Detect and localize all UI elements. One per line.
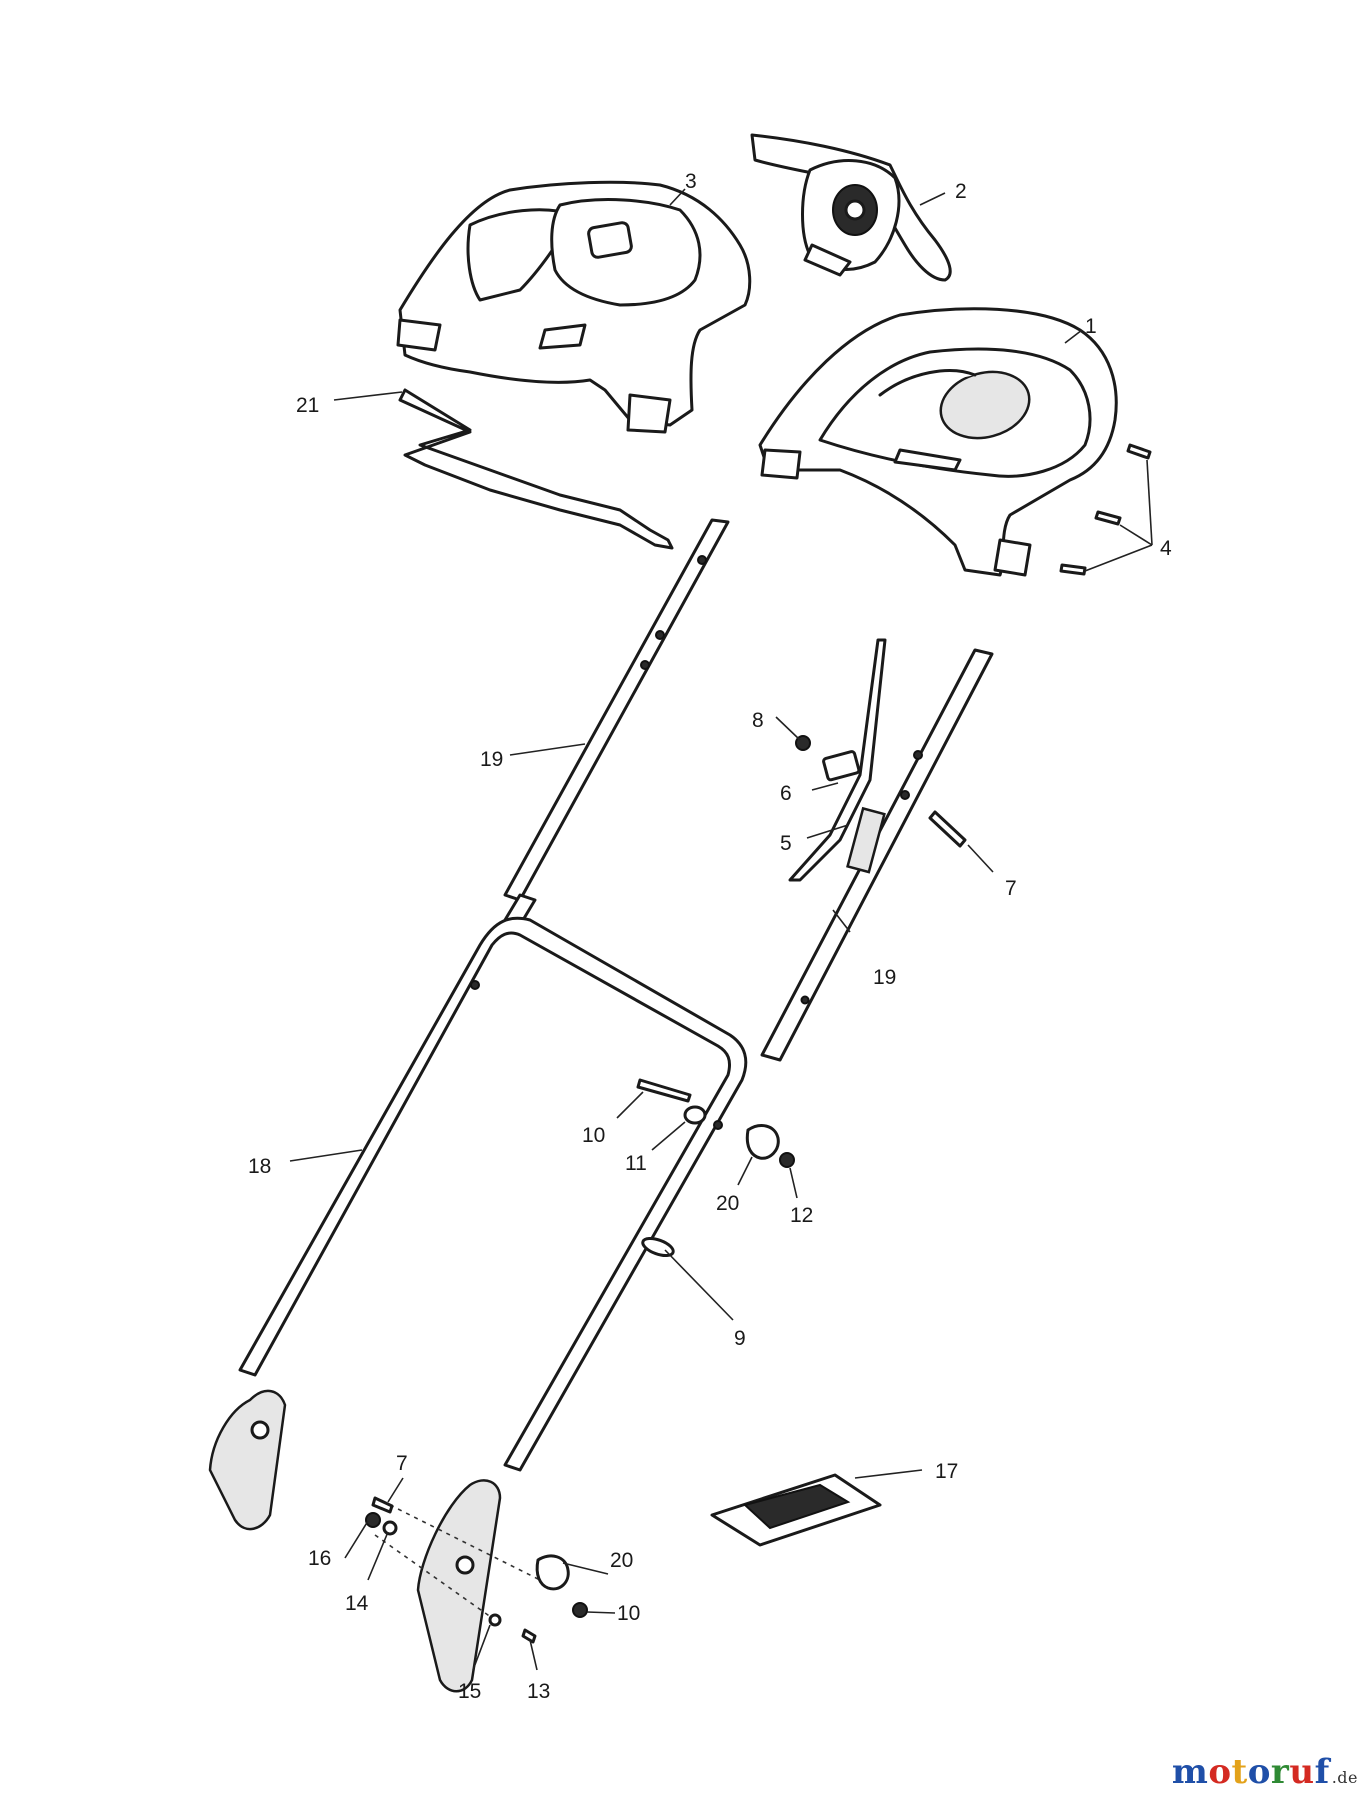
callout-11: 11 bbox=[625, 1152, 647, 1175]
part-20-knob-lower bbox=[535, 1554, 570, 1591]
callout-20-lower: 20 bbox=[610, 1549, 633, 1572]
leader-lines bbox=[289, 188, 1153, 1671]
part-11-washer bbox=[683, 1105, 707, 1125]
callout-9: 9 bbox=[734, 1327, 746, 1350]
watermark-letter: u bbox=[1289, 1752, 1315, 1792]
callout-3: 3 bbox=[685, 170, 697, 193]
watermark-letter: m bbox=[1171, 1752, 1209, 1792]
part-7-bolt-upper bbox=[928, 810, 967, 848]
part-5-cable bbox=[788, 638, 887, 882]
callout-4: 4 bbox=[1160, 537, 1172, 560]
part-10-bolt-mid bbox=[636, 1078, 692, 1103]
callout-20-mid: 20 bbox=[716, 1192, 739, 1215]
part-2-switch-box bbox=[750, 133, 952, 282]
part-13-screw bbox=[521, 1628, 537, 1644]
bracket-right bbox=[416, 1479, 502, 1693]
part-18-lower-handle bbox=[238, 916, 748, 1472]
watermark-letters: motoruf bbox=[1172, 1752, 1330, 1792]
part-20-knob-mid bbox=[745, 1124, 780, 1160]
part-17-hardware-pack bbox=[710, 1473, 882, 1547]
part-19-upper-tube-right bbox=[760, 648, 994, 1062]
callout-5: 5 bbox=[780, 832, 792, 855]
assembly-line-upper bbox=[389, 1504, 541, 1581]
watermark-letter: t bbox=[1231, 1752, 1248, 1792]
part-14-washer bbox=[382, 1520, 398, 1536]
callout-labels: 1 2 3 4 21 8 6 5 19 7 19 18 10 11 20 12 … bbox=[248, 170, 1172, 1703]
callout-2: 2 bbox=[955, 180, 967, 203]
callout-13: 13 bbox=[527, 1680, 550, 1703]
watermark-logo: motoruf.de bbox=[1172, 1752, 1358, 1792]
callout-19-right: 19 bbox=[873, 966, 896, 989]
part-7-bolt-lower bbox=[371, 1496, 394, 1514]
assembly-line-lower bbox=[374, 1534, 496, 1621]
callout-17: 17 bbox=[935, 1460, 958, 1483]
part-16-nut bbox=[365, 1512, 381, 1528]
callout-7-lower: 7 bbox=[396, 1452, 408, 1475]
part-10-bolt-lower bbox=[572, 1602, 588, 1618]
callout-19-left: 19 bbox=[480, 748, 503, 771]
watermark-letter: o bbox=[1208, 1752, 1232, 1792]
watermark-letter: o bbox=[1247, 1752, 1271, 1792]
part-6-cable-clip bbox=[822, 750, 861, 782]
callout-6: 6 bbox=[780, 782, 792, 805]
part-21-bail-wire bbox=[398, 388, 674, 550]
part-12-nut-mid bbox=[779, 1152, 795, 1168]
part-1-handle-housing bbox=[758, 307, 1118, 577]
callout-1: 1 bbox=[1085, 315, 1097, 338]
callout-14: 14 bbox=[345, 1592, 369, 1615]
callout-8: 8 bbox=[752, 709, 764, 732]
part-3-handle-cover bbox=[396, 180, 752, 434]
callout-16: 16 bbox=[308, 1547, 331, 1570]
callout-21: 21 bbox=[296, 394, 319, 417]
callout-15: 15 bbox=[458, 1680, 481, 1703]
callout-12: 12 bbox=[790, 1204, 813, 1227]
callout-7-upper: 7 bbox=[1005, 877, 1017, 900]
part-19-upper-tube-left bbox=[503, 518, 730, 927]
bracket-left bbox=[208, 1389, 287, 1531]
callout-10-mid: 10 bbox=[582, 1124, 605, 1147]
watermark-tld: .de bbox=[1331, 1768, 1358, 1787]
watermark-letter: f bbox=[1314, 1752, 1330, 1792]
part-15-washer bbox=[488, 1613, 502, 1627]
callout-18: 18 bbox=[248, 1155, 271, 1178]
part-4-screws bbox=[1059, 443, 1152, 576]
callout-10-lower: 10 bbox=[617, 1602, 640, 1625]
watermark-letter: r bbox=[1270, 1752, 1290, 1792]
